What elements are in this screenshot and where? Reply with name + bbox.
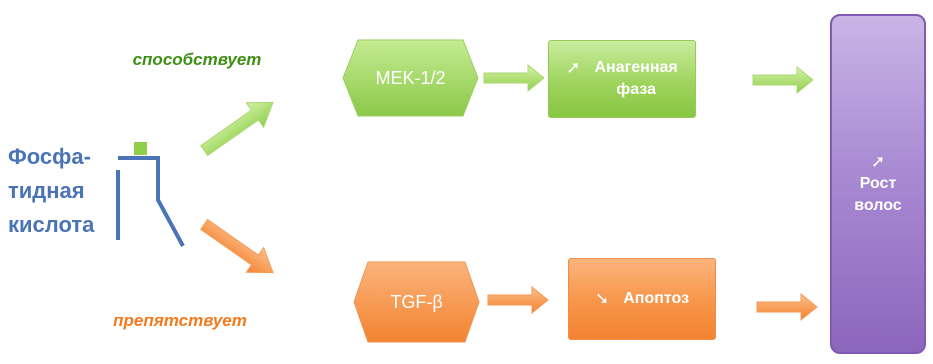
tgf-label: TGF-β: [390, 291, 443, 312]
growth-line-1: Рост: [859, 175, 897, 192]
apoptosis-box: ➘ Апоптоз: [568, 258, 716, 340]
diagonal-arrow-orange: [200, 218, 274, 274]
up-right-arrow-icon: ➚: [566, 58, 581, 77]
acid-line-2: тидная: [8, 178, 85, 203]
arrow-apoptosis-to-growth: [756, 292, 818, 322]
diagonal-arrow-green: [200, 101, 274, 157]
tgf-hexagon: [353, 261, 480, 343]
mek-label: MEK-1/2: [375, 67, 446, 88]
apoptosis-label: Апоптоз: [623, 290, 690, 307]
mek-hexagon: [342, 39, 479, 117]
molecule-icon: [116, 142, 185, 247]
anagen-line-1: Анагенная: [594, 59, 678, 76]
down-right-arrow-icon: ➘: [594, 289, 610, 308]
arrow-tgf-to-apoptosis: [487, 285, 549, 315]
arrow-mek-to-anagen: [483, 63, 545, 93]
inhibits-label: препятствует: [113, 311, 247, 330]
acid-line-1: Фосфа-: [8, 144, 91, 169]
hair-growth-box: ➚ Рост волос: [830, 14, 926, 354]
up-right-arrow-icon: ➚: [870, 152, 886, 171]
arrow-anagen-to-growth: [752, 65, 814, 95]
anagen-phase-box: ➚ Анагенная фаза: [548, 40, 696, 118]
promotes-label: способствует: [132, 50, 262, 69]
anagen-line-2: фаза: [616, 81, 656, 98]
phosphatidic-acid-label: Фосфа- тидная кислота: [8, 140, 94, 242]
acid-line-3: кислота: [8, 212, 95, 237]
growth-line-2: волос: [854, 197, 902, 214]
